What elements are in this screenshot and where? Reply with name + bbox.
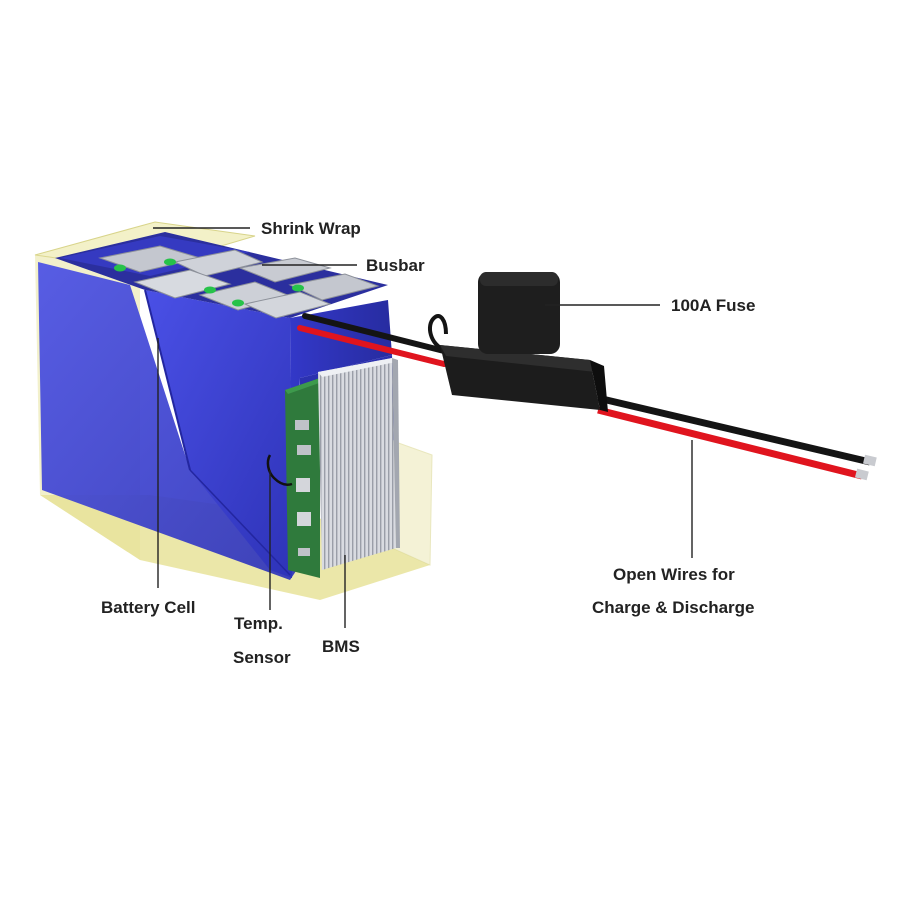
label-temp-sensor-line1: Temp. <box>234 614 283 633</box>
bms-board <box>285 358 400 578</box>
wires <box>297 313 877 481</box>
busbars <box>98 245 380 319</box>
label-battery-cell: Battery Cell <box>101 598 196 617</box>
label-shrink-wrap: Shrink Wrap <box>261 219 361 238</box>
label-open-wires-line1: Open Wires for <box>613 565 735 584</box>
label-temp-sensor-line2: Sensor <box>233 648 291 667</box>
fuse-holder <box>440 272 608 412</box>
label-fuse: 100A Fuse <box>671 296 756 315</box>
label-busbar: Busbar <box>366 256 425 275</box>
cell-terminals <box>114 258 304 307</box>
label-open-wires-line2: Charge & Discharge <box>592 598 755 617</box>
leader-lines <box>153 227 693 628</box>
temp-sensor <box>266 454 293 486</box>
label-bms: BMS <box>322 637 360 656</box>
